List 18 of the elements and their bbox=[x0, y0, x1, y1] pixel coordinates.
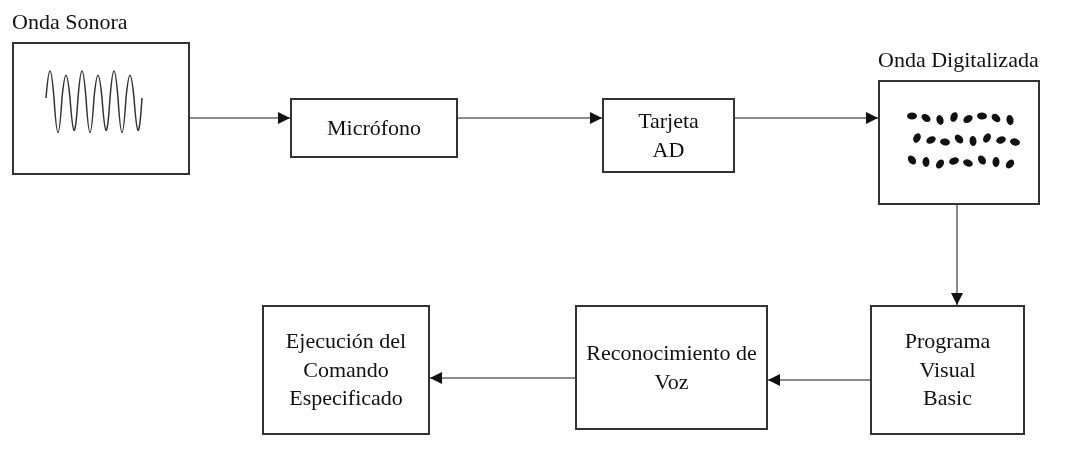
process-box bbox=[602, 98, 735, 173]
arrow bbox=[189, 112, 291, 124]
arrow bbox=[429, 372, 576, 384]
box-label: Micrófono bbox=[326, 113, 422, 142]
process-box bbox=[290, 98, 458, 158]
arrow bbox=[734, 112, 879, 124]
arrow bbox=[767, 374, 871, 386]
process-box bbox=[575, 305, 768, 430]
box-label: Programa Visual Basic bbox=[903, 327, 992, 413]
box-label: Ejecución del Comando Especificado bbox=[284, 327, 408, 413]
box-heading: Onda Sonora bbox=[12, 8, 128, 36]
process-box bbox=[870, 305, 1025, 435]
box-heading: Onda Digitalizada bbox=[878, 46, 1039, 74]
box-label: Reconocimiento de Voz bbox=[585, 338, 758, 396]
arrow bbox=[951, 204, 963, 306]
process-box bbox=[262, 305, 430, 435]
box-label: Tarjeta AD bbox=[637, 106, 700, 164]
arrow bbox=[457, 112, 603, 124]
